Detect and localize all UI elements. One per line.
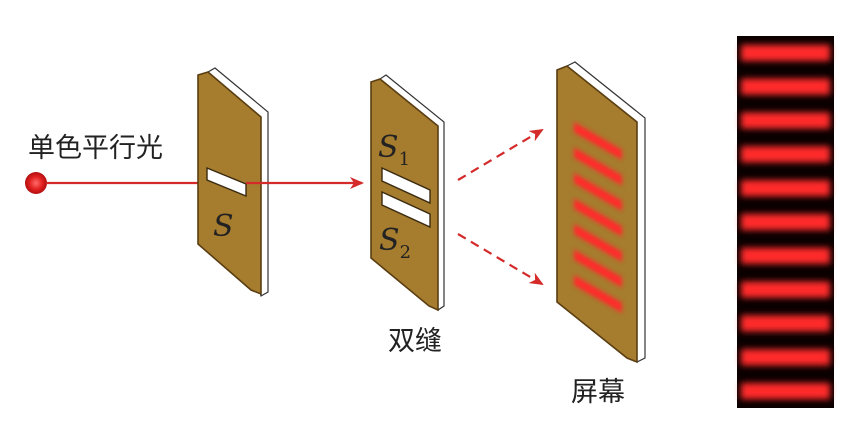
diffracted-beam-lower <box>457 233 544 286</box>
double-slit-plate: S1 S2 双缝 <box>370 74 445 357</box>
screen-fringe <box>574 122 622 160</box>
screen-fringe <box>574 173 622 211</box>
pattern-bright-fringe <box>741 44 830 61</box>
screen-fringe <box>574 198 622 237</box>
diffracted-beam-upper <box>457 128 544 181</box>
light-source: 单色平行光 <box>25 133 163 194</box>
double-slit-label: 双缝 <box>388 326 442 357</box>
screen-fringes <box>574 122 622 313</box>
light-source-dot <box>25 172 47 194</box>
pattern-bright-fringe <box>741 146 830 163</box>
slit-2-opening <box>381 190 431 229</box>
single-slit-plate: S <box>197 67 269 297</box>
screen-fringe <box>574 249 622 288</box>
screen-fringe <box>574 224 622 262</box>
slit-1-opening <box>381 166 431 205</box>
pattern-bright-fringe <box>741 213 830 231</box>
pattern-bright-fringe <box>741 78 830 95</box>
pattern-bright-fringe <box>741 281 830 298</box>
screen-label: 屏幕 <box>571 377 625 408</box>
pattern-bright-fringe <box>741 180 830 197</box>
interference-pattern-fringes <box>741 44 830 400</box>
screen-fringe <box>574 147 622 186</box>
screen-plate: 屏幕 <box>556 61 646 408</box>
double-slit-plate-face <box>370 78 439 312</box>
pattern-bright-fringe <box>741 315 830 332</box>
single-slit-opening <box>206 166 247 198</box>
single-slit-label: S <box>213 209 234 244</box>
slit-1-label: S1 <box>378 130 410 170</box>
pattern-bright-fringe <box>741 383 830 400</box>
pattern-bright-fringe <box>741 349 830 366</box>
pattern-bright-fringe <box>741 247 830 264</box>
screen-fringe <box>574 275 622 313</box>
slit-2-label: S2 <box>379 223 411 263</box>
light-source-label: 单色平行光 <box>28 133 163 164</box>
interference-pattern <box>737 36 834 408</box>
pattern-bright-fringe <box>741 112 830 129</box>
